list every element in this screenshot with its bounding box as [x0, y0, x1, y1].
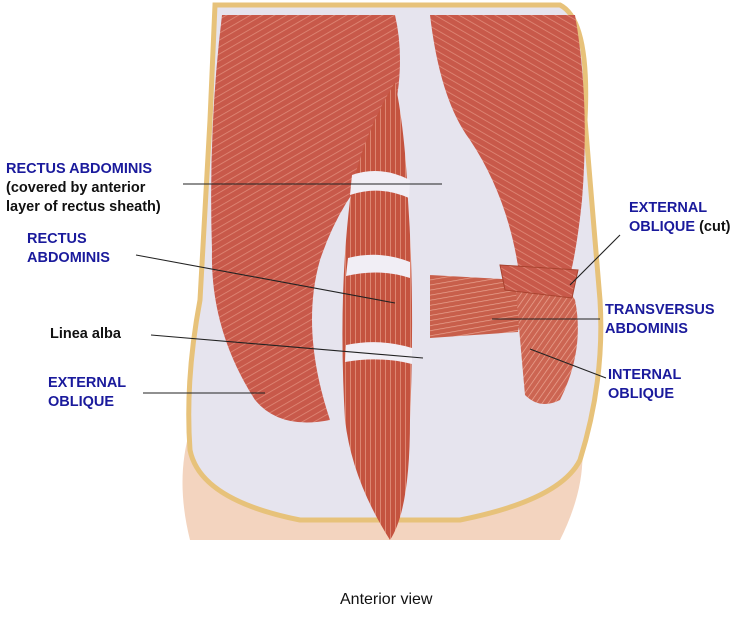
label-rectus-abdominis-sheath: RECTUS ABDOMINIS (covered by anterior la…	[6, 160, 161, 217]
internal-oblique	[515, 277, 578, 404]
label-external-oblique-left: EXTERNAL OBLIQUE	[48, 374, 126, 412]
label-rectus-abdominis: RECTUS ABDOMINIS	[27, 230, 110, 268]
label-line: OBLIQUE	[629, 219, 696, 235]
external-oblique-cut-flap	[499, 264, 579, 299]
transversus-abdominis	[430, 275, 523, 338]
label-internal-oblique: INTERNAL OBLIQUE	[608, 366, 681, 404]
left-external-oblique	[211, 15, 400, 423]
label-line: OBLIQUE	[608, 386, 675, 402]
label-suffix: (cut)	[699, 219, 731, 235]
label-line: EXTERNAL	[48, 375, 127, 391]
label-line: layer of rectus sheath)	[6, 199, 161, 215]
label-line: ABDOMINIS	[605, 321, 688, 337]
leader-lines	[135, 183, 621, 394]
label-line: (covered by anterior	[6, 180, 146, 196]
right-external-oblique	[430, 15, 585, 310]
figure-caption: Anterior view	[340, 591, 433, 608]
rectus-abdominis	[342, 82, 413, 540]
label-line: INTERNAL	[608, 367, 682, 383]
label-line: OBLIQUE	[48, 394, 115, 410]
label-line: EXTERNAL	[629, 200, 708, 216]
label-linea-alba: Linea alba	[50, 325, 121, 344]
label-transversus-abdominis: TRANSVERSUS ABDOMINIS	[605, 301, 715, 339]
label-line: Linea alba	[50, 326, 121, 342]
label-line: TRANSVERSUS	[605, 302, 715, 318]
label-line: ABDOMINIS	[27, 250, 110, 266]
label-line: RECTUS	[27, 231, 87, 247]
label-external-oblique-cut: EXTERNAL OBLIQUE (cut)	[629, 199, 731, 237]
label-line: RECTUS ABDOMINIS	[6, 161, 153, 177]
